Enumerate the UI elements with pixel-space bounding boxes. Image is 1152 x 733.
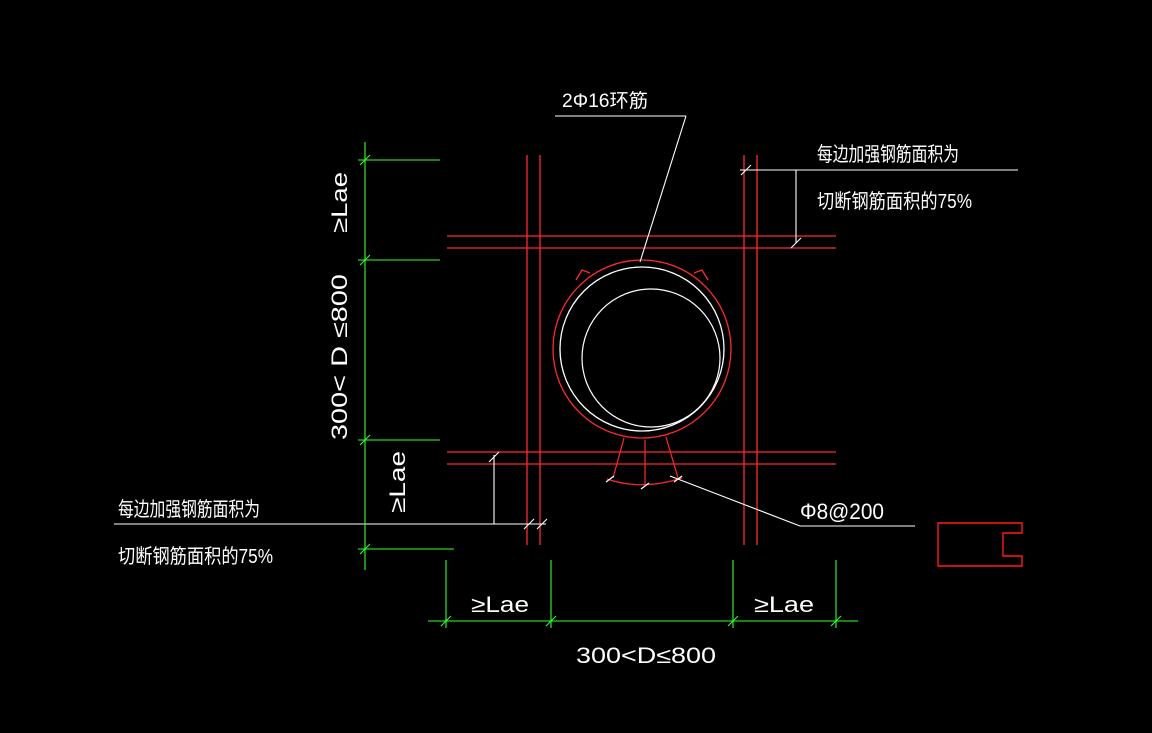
ring-hook-left — [575, 269, 591, 281]
dimensions — [358, 142, 858, 628]
lae-left-bottom: ≥Lae — [385, 451, 410, 513]
tick — [523, 518, 535, 530]
rebar-grid — [447, 155, 836, 545]
tick — [488, 451, 500, 463]
ring-bar-label: 2Φ16环筋 — [562, 90, 648, 112]
leaders — [114, 115, 1018, 530]
dim-tick — [359, 154, 371, 166]
stirrup-label: Φ8@200 — [800, 499, 884, 524]
tick — [536, 518, 548, 530]
tick — [790, 237, 802, 249]
reinforce-left-line1: 每边加强钢筋面积为 — [118, 498, 260, 521]
reinforce-top-line1: 每边加强钢筋面积为 — [817, 143, 959, 166]
dim-tick — [359, 543, 371, 555]
stirrup-leader — [669, 475, 801, 527]
pipe-outer-circle — [559, 266, 725, 432]
dim-vertical-label: 300< D ≤800 — [327, 274, 352, 440]
dim-horizontal-label: 300<D≤800 — [576, 643, 716, 668]
pipe-inner-circle — [581, 288, 721, 428]
stirrup-line-right — [665, 436, 679, 479]
stirrup-arc — [606, 477, 683, 486]
dim-tick — [359, 254, 371, 266]
tick — [640, 482, 650, 490]
tick — [605, 475, 615, 483]
dim-tick — [440, 615, 452, 627]
lae-bottom-right: ≥Lae — [754, 592, 814, 617]
reinforce-left-line2: 切断钢筋面积的75% — [118, 545, 273, 568]
dim-tick — [545, 615, 557, 627]
ring-bar-outer — [552, 259, 732, 439]
lae-left-top: ≥Lae — [327, 172, 352, 233]
ring-bar-leader — [639, 115, 687, 263]
reinforce-top-line2: 切断钢筋面积的75% — [817, 190, 972, 213]
tick — [740, 164, 752, 176]
bar-shape-icon — [937, 522, 1023, 567]
stirrup-line-left — [612, 437, 625, 479]
pipe-opening — [552, 259, 732, 490]
ring-hook-right — [693, 269, 709, 281]
dim-tick — [727, 615, 739, 627]
lae-bottom-left: ≥Lae — [471, 592, 529, 617]
stirrup-fan — [606, 436, 683, 486]
dim-tick — [830, 615, 842, 627]
dim-tick — [359, 434, 371, 446]
